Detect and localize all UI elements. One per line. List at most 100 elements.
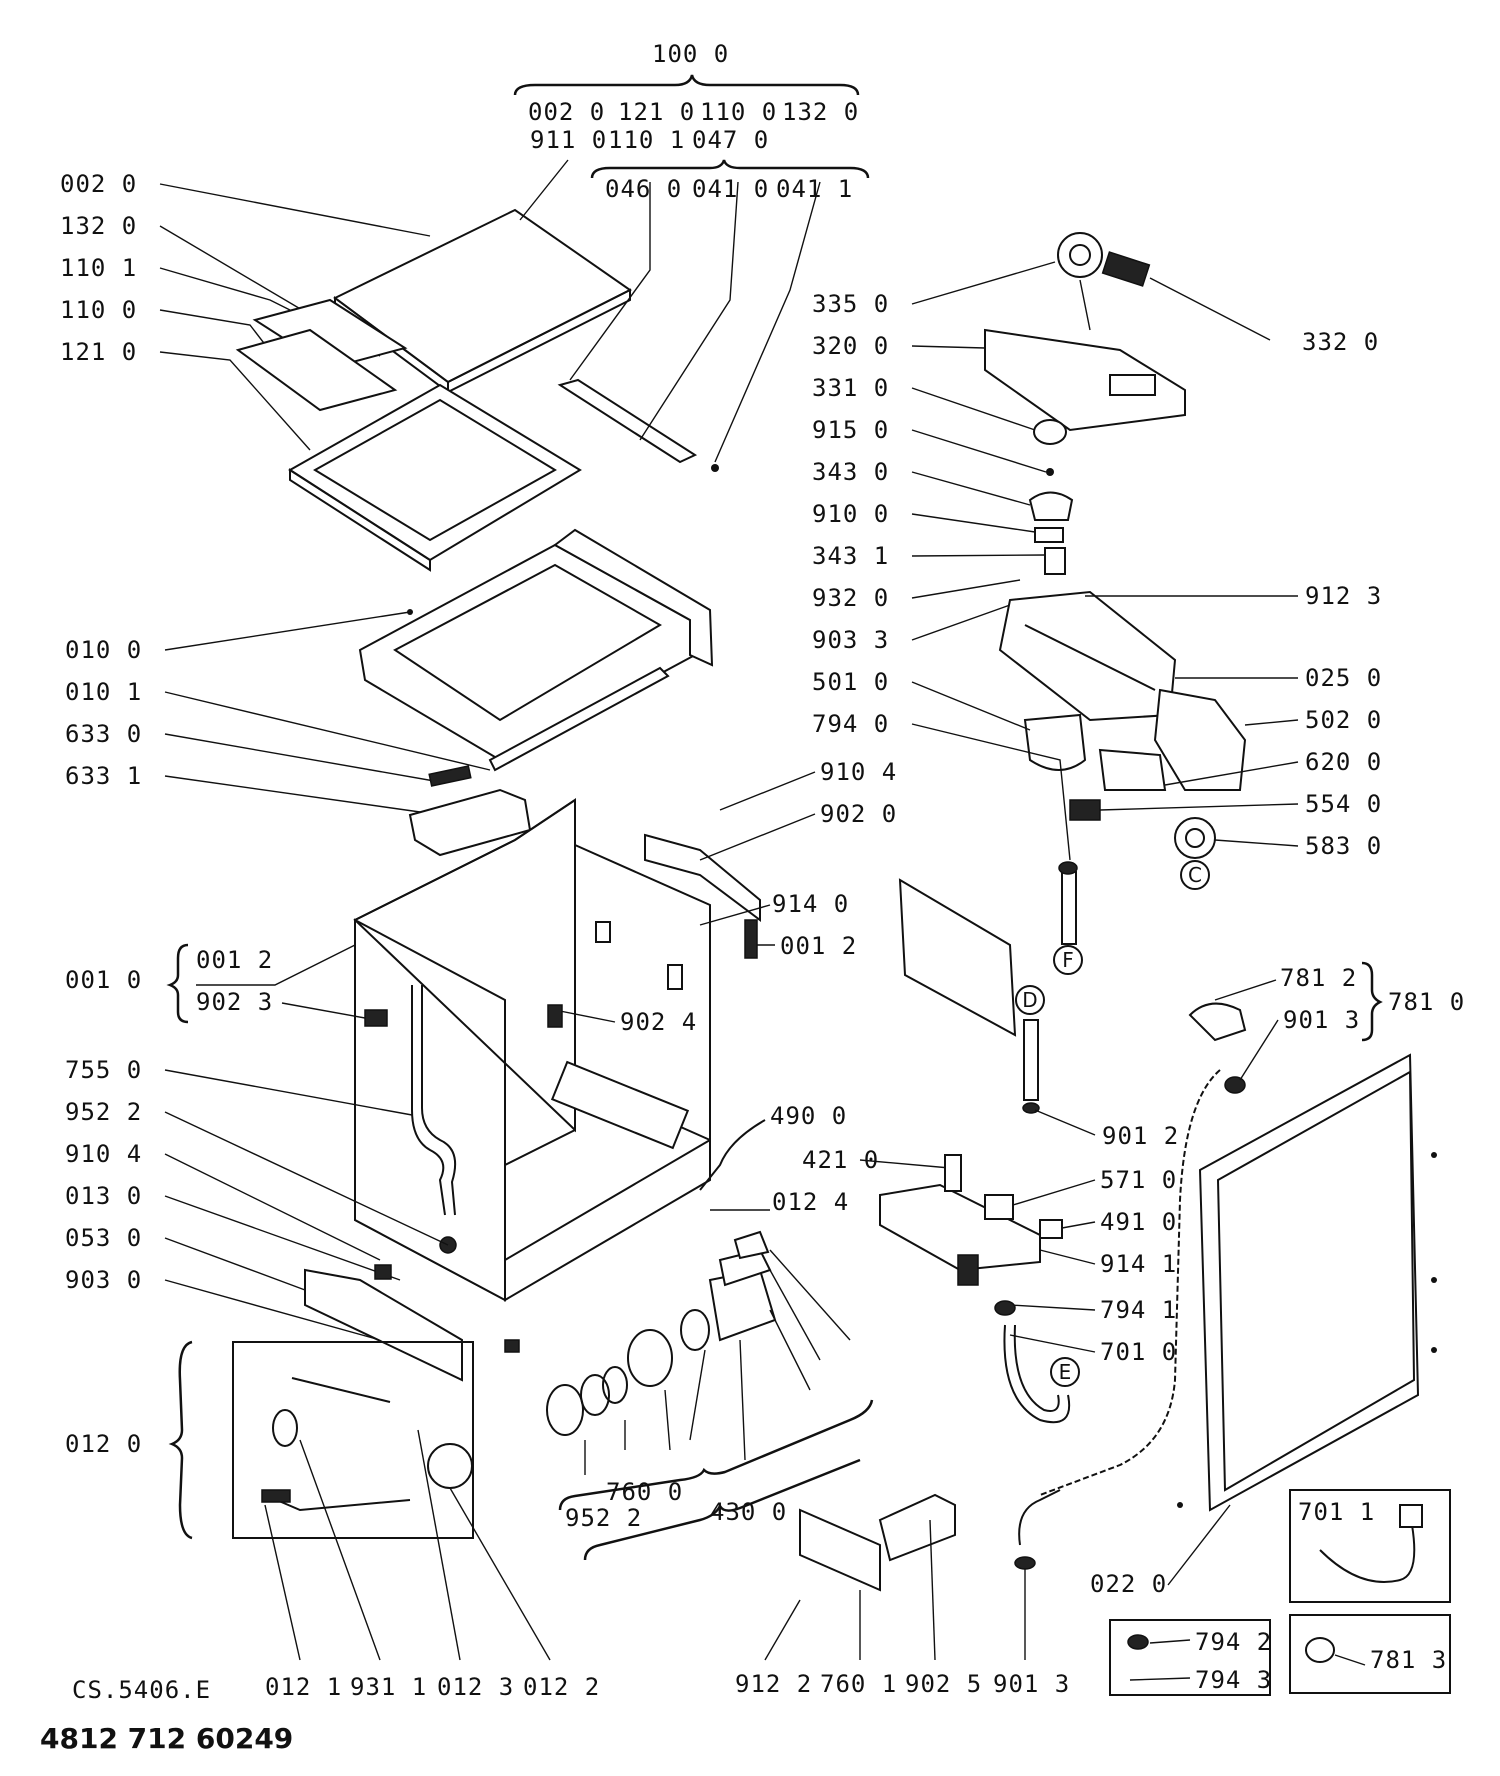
inset-box-701-1 [1289,1489,1451,1603]
callout-912-2: 912 2 [735,1670,812,1698]
part-421 [944,1154,962,1192]
module-620 [1098,748,1167,791]
callout-760-1: 760 1 [820,1670,897,1698]
leader-012-2 [449,1487,551,1661]
callout-022-0: 022 0 [1090,1570,1167,1598]
lid-frame [288,383,582,562]
leader-901-2 [1034,1109,1096,1136]
callout-012-0: 012 0 [65,1430,142,1458]
leader-010-1 [164,691,491,771]
callout-335-0: 335 0 [812,290,889,318]
callout-121-0: 121 0 [60,338,137,366]
callout-901-3-bottom: 901 3 [993,1670,1070,1698]
callout-002-0: 002 0 [60,170,137,198]
callout-343-0: 343 0 [812,458,889,486]
callout-010-0: 010 0 [65,636,142,664]
drain-hose [1039,1069,1221,1496]
inset-box-794 [1109,1619,1271,1696]
callout-571-0: 571 0 [1100,1166,1177,1194]
dispenser-rib [1024,624,1156,691]
part-554 [1069,799,1101,821]
callout-025-0: 025 0 [1305,664,1382,692]
callout-755-0: 755 0 [65,1056,142,1084]
callout-332-0: 332 0 [1302,328,1379,356]
callout-914-0: 914 0 [772,890,849,918]
part-583-hub [1185,828,1205,848]
part-343-1 [1044,547,1066,575]
hose-member-901-3: 901 3 [1283,1006,1360,1034]
screw-3 [1431,1347,1437,1353]
leader-910-0 [911,513,1036,533]
callout-794-1: 794 1 [1100,1296,1177,1324]
leader-931-1 [299,1439,381,1661]
leader-421-0 [859,1159,951,1169]
callout-902-5: 902 5 [905,1670,982,1698]
leader-914-0 [699,904,771,926]
callout-701-1: 701 1 [1298,1498,1375,1526]
pump-cap [546,1384,584,1436]
hinge-brace [590,159,870,179]
bracket-633-0 [428,765,472,787]
marker-F-upper [1053,945,1083,975]
part-001-2 [744,919,758,959]
leader-794-1 [1009,1304,1096,1311]
callout-902-4: 902 4 [620,1008,697,1036]
callout-053-0: 053 0 [65,1224,142,1252]
drain-pipe [411,985,446,1216]
module-502 [1153,688,1247,791]
screw-2 [1431,1277,1437,1283]
tube-D [1023,1019,1039,1101]
leader-902-0 [699,813,816,861]
leader-620 [1164,761,1299,786]
marker-E [1050,1357,1080,1387]
leader-554 [1099,803,1299,811]
callout-915-0: 915 0 [812,416,889,444]
group-top-assembly: 100 0 [652,40,729,68]
leader-012-3 [417,1429,461,1661]
leader-903-3 [911,604,1011,641]
leader-cabinet [196,944,356,986]
top-member-121: 121 0 [618,98,695,126]
callout-013-0: 013 0 [65,1182,142,1210]
rear-wall-slot-1 [595,921,611,943]
pump-mount-plate [799,1508,881,1592]
doc-code: CS.5406.E [72,1676,211,1704]
control-panel-display [1109,374,1156,396]
hose-brace [1361,961,1383,1042]
callout-132-0: 132 0 [60,212,137,240]
drain-pipe-inner [421,985,456,1216]
callout-932-0: 932 0 [812,584,889,612]
sub-assembly-box [232,1341,474,1539]
callout-794-3: 794 3 [1195,1666,1272,1694]
pump-tick-3 [664,1389,671,1451]
leader-501 [911,681,1031,731]
hinge-rail [557,378,698,464]
marker-D [1015,985,1045,1015]
tube-794-cap [1058,861,1078,875]
pump-mount-bracket [878,1493,956,1562]
hose-member-781-2: 781 2 [1280,964,1357,992]
leader-053 [164,1237,306,1291]
leader-320 [911,345,986,349]
leader-781-2 [1214,979,1277,1001]
leader-912-2 [764,1599,801,1661]
knob-axis [1079,279,1091,331]
box-brace [168,1340,193,1540]
pump-ring [580,1374,610,1416]
top-frame-back [553,528,714,667]
inset-hook-781-3 [1305,1637,1335,1663]
clamp-901-2 [1022,1102,1040,1114]
callout-701-0: 701 0 [1100,1338,1177,1366]
lid-panel-edge-2 [447,288,631,394]
pump-tick-4 [689,1349,706,1441]
part-331 [1033,419,1067,445]
leader-902-4 [554,1009,616,1023]
pump-brace [558,1399,874,1511]
callout-012-2: 012 2 [523,1673,600,1701]
leader-012-1 [264,1504,301,1661]
top-member-110-1: 110 1 [608,126,685,154]
leader-502 [1244,719,1299,726]
pump-brace-2 [583,1458,861,1561]
